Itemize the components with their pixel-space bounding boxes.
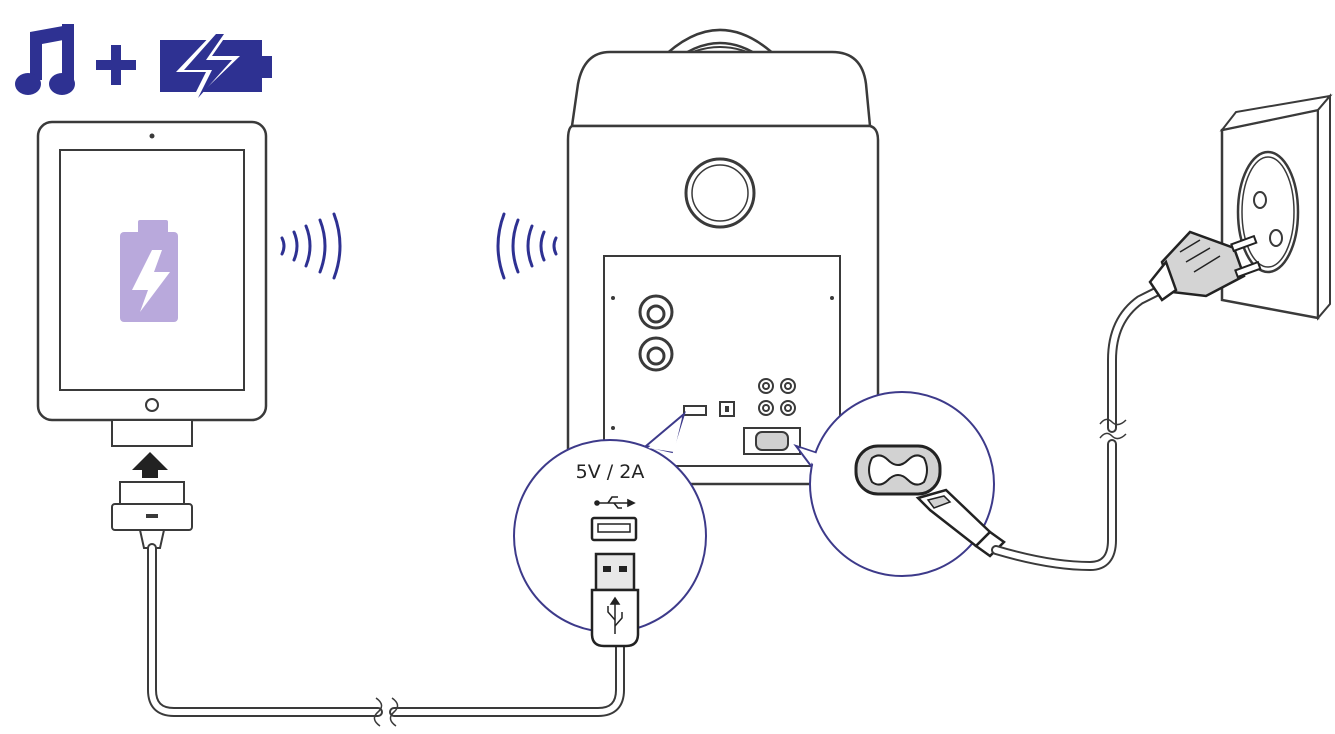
plus-icon [96, 45, 136, 85]
tablet-device [36, 120, 268, 422]
usb-charging-cable [147, 543, 625, 727]
home-button [145, 398, 159, 412]
dock-connector-plug [111, 481, 193, 549]
wall-outlet [1219, 93, 1333, 321]
rca-jacks [758, 378, 796, 416]
figure-eight-socket [854, 444, 942, 496]
power-cord-plug [915, 488, 1006, 558]
volume-knob-bottom [638, 336, 674, 372]
bass-port [684, 157, 756, 229]
power-socket-callout [793, 391, 1006, 577]
wireless-signal-right [496, 212, 558, 280]
charging-battery-icon [160, 30, 272, 104]
battery-charging-icon [120, 220, 178, 322]
usb-symbol-icon [594, 496, 636, 509]
usb-plug [590, 552, 640, 648]
tablet-dock-port [111, 419, 193, 447]
wall-plug [1148, 230, 1262, 302]
up-arrow-icon [132, 452, 168, 478]
usb-port-callout: 5V / 2A [513, 411, 707, 648]
wireless-signal-left [280, 212, 342, 280]
camera-dot [149, 133, 155, 139]
usb-rating-label: 5V / 2A [576, 461, 645, 483]
music-note-icon [15, 24, 75, 95]
volume-knob-top [638, 294, 674, 330]
speaker-device [566, 28, 880, 486]
speaker-usb-port [683, 405, 707, 416]
power-cable [991, 283, 1169, 572]
back-panel [603, 255, 841, 467]
